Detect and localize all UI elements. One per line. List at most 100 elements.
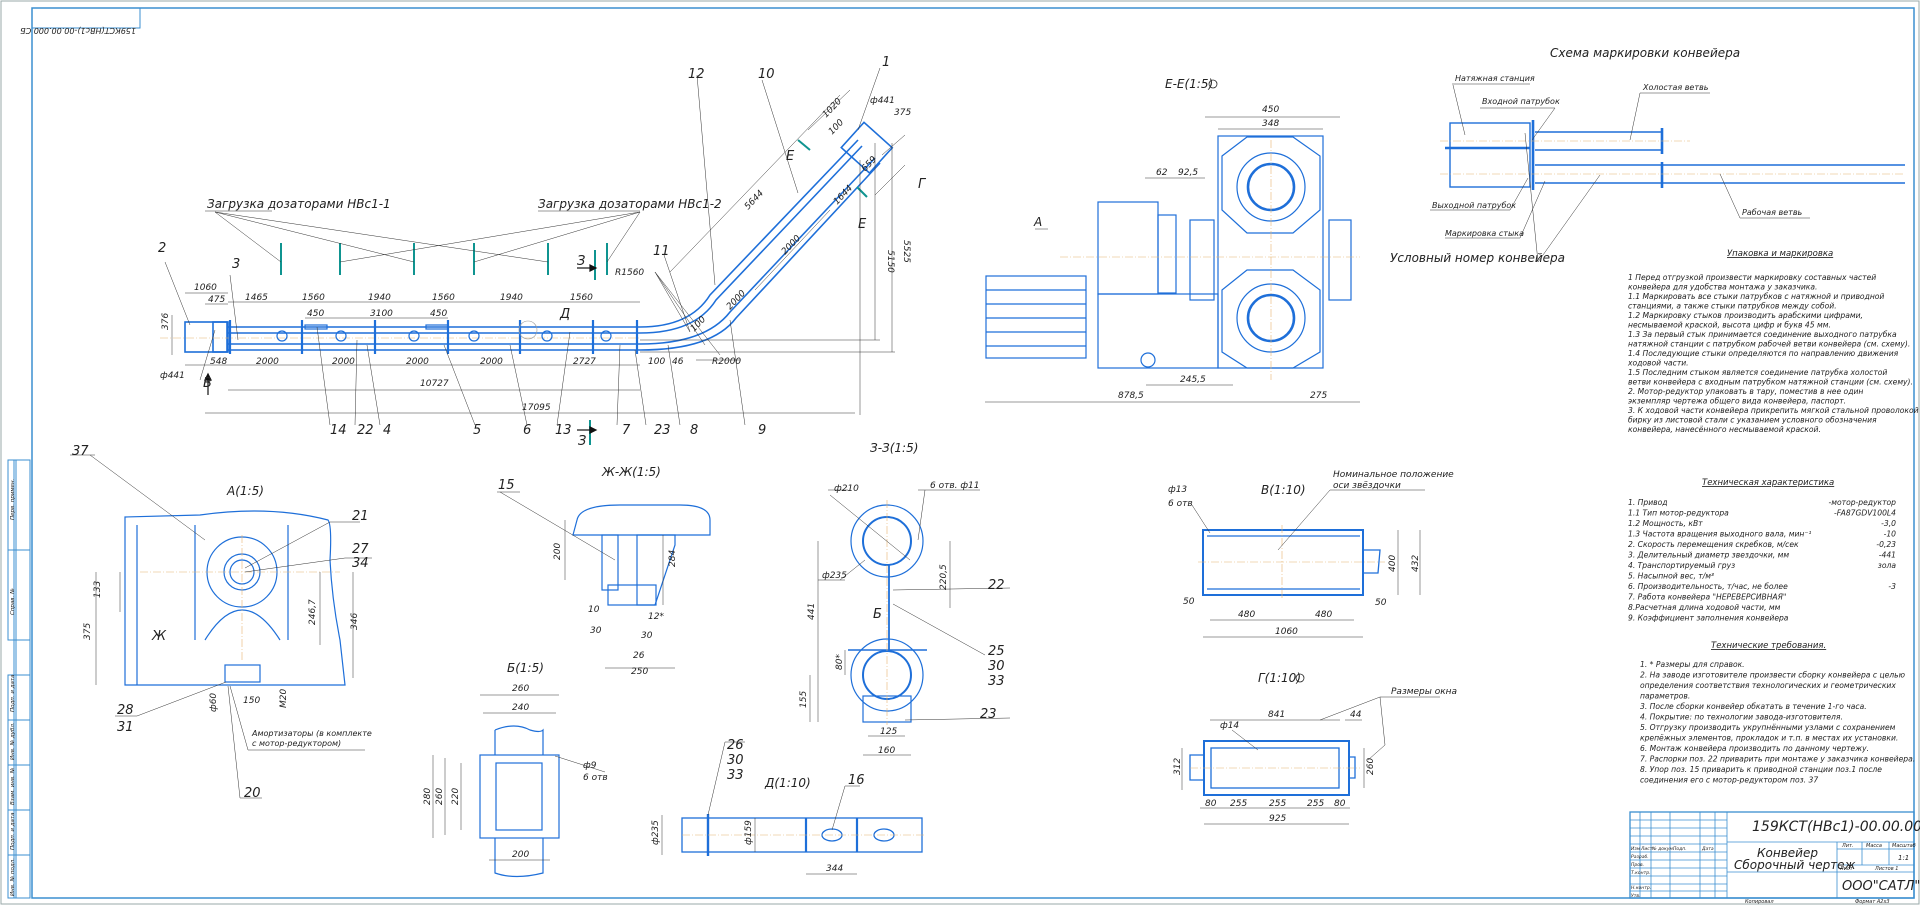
dim: 245,5 [1180, 375, 1206, 385]
position-number: 1 [882, 55, 890, 70]
note: Размеры окна [1391, 687, 1457, 697]
tech-char-value: -0,23 [1876, 540, 1896, 549]
dim: 3100 [370, 309, 393, 319]
dim: 80* [835, 654, 845, 670]
tech-char-value: -441 [1879, 551, 1896, 560]
dim: 344 [826, 864, 843, 874]
view-title: А(1:5) [226, 484, 264, 498]
note: оси звёздочки [1333, 481, 1401, 491]
dim: 125 [880, 727, 897, 737]
copied-label: Копировал [1745, 899, 1774, 905]
dim: 1644 [832, 183, 855, 207]
dim: 255 [1307, 799, 1324, 809]
position-number: 25 [988, 644, 1005, 659]
position-number: 34 [352, 556, 369, 571]
view-title: Ж-Ж(1:5) [601, 465, 661, 479]
position-number: 31 [117, 720, 134, 735]
scheme-label: Рабочая ветвь [1742, 208, 1803, 217]
dim: 6 отв [1168, 499, 1193, 509]
dim: 80 [1205, 799, 1217, 809]
view-title: Е-Е(1:5) [1165, 77, 1213, 91]
dim: 441 [807, 603, 817, 620]
position-number: 9 [758, 423, 766, 438]
side-label: Перв. примен. [10, 478, 16, 520]
dim: 50 [1183, 597, 1195, 607]
requirement-line: 4. Покрытие: по технологии завода-изгото… [1640, 713, 1843, 722]
tech-char-value: -10 [1884, 530, 1897, 539]
dim: R2000 [712, 357, 741, 367]
dim: 480 [1315, 610, 1332, 620]
position-number: 6 [523, 423, 531, 438]
dim: 200 [512, 850, 529, 860]
dim: ф235 [651, 820, 661, 845]
side-label: Подп. и дата [10, 812, 16, 850]
requirement-line: 2. На заводе изготовителе произвести сбо… [1640, 671, 1906, 680]
packing-line: бирку из листовой стали с указанием усло… [1628, 416, 1877, 425]
position-number: 16 [848, 773, 865, 788]
view-ZZ: З-З(1:5) ф210 6 отв. ф11 ф235 220,5 441 [799, 441, 1011, 756]
dim: 10 [588, 605, 600, 615]
row-label: Пров. [1631, 862, 1644, 868]
dim: 548 [210, 357, 227, 367]
sheet-label: Лист [1839, 866, 1854, 872]
tech-char-label: 9. Коэффициент заполнения конвейера [1628, 614, 1789, 623]
side-label: Подп. и дата [10, 674, 16, 712]
view-D: Д(1:10) ф235 ф159 344 26 30 33 16 [651, 738, 925, 875]
view-title: Д(1:10) [764, 776, 811, 790]
section-mark: Г [918, 177, 927, 192]
section-mark: З [577, 254, 585, 269]
dim: ф14 [1220, 721, 1239, 731]
packing-title: Упаковка и маркировка [1727, 249, 1833, 259]
dim: 220,5 [939, 564, 949, 590]
position-number: 22 [357, 423, 374, 438]
scheme-label: Входной патрубок [1482, 97, 1560, 106]
col-label: № докум. [1651, 846, 1674, 852]
requirement-line: 1. * Размеры для справок. [1640, 660, 1745, 669]
tech-char-label: 7. Работа конвейера "НЕРЕВЕРСИВНАЯ" [1628, 593, 1786, 602]
packing-line: несмываемой краской, высота цифр и букв … [1628, 321, 1831, 330]
section-mark: Е [858, 217, 867, 232]
dim: 2727 [573, 357, 596, 367]
loading-arrows [280, 139, 868, 445]
drawing-frame [31, 7, 1915, 899]
lit-label: Лит. [1841, 843, 1854, 849]
dim: 10727 [420, 379, 449, 389]
dim: ф441 [870, 96, 895, 106]
dim: 246,7 [308, 599, 318, 625]
main-view: Загрузка дозаторами НВс1-1 Загрузка доза… [158, 55, 927, 449]
section-mark: Е [786, 149, 795, 164]
dim: 450 [1262, 105, 1279, 115]
mass-label: Масса [1866, 843, 1882, 849]
company-name: ООО"САТЛ" [1842, 879, 1920, 894]
col-label: Лист [1640, 846, 1653, 852]
row-label: Разраб. [1631, 854, 1649, 860]
note: Амортизаторы (в комплекте [251, 729, 372, 738]
packing-notes: Упаковка и маркировка 1 Перед отгрузкой … [1627, 249, 1919, 434]
dim: 44 [1350, 710, 1362, 720]
dim: ф60 [209, 693, 219, 712]
tech-char-label: 2. Скорость перемещения скребков, м/сек [1628, 540, 1799, 549]
requirement-line: соединения его с мотор-редуктором поз. 3… [1640, 776, 1818, 785]
dim: 1465 [245, 293, 268, 303]
side-label: Справ. № [10, 588, 16, 615]
position-number: 27 [352, 542, 369, 557]
dim: 30 [641, 631, 653, 641]
dim: 133 [93, 581, 103, 598]
dim: 1060 [1275, 627, 1298, 637]
dim: 200 [553, 543, 563, 560]
col-label: Дата [1701, 846, 1714, 852]
dim: 5644 [743, 188, 766, 212]
dim: 5150 [885, 250, 895, 273]
dim: 1560 [302, 293, 325, 303]
view-V: В(1:10) Номинальное положение оси звёздо… [1168, 470, 1454, 638]
position-number: 10 [758, 67, 775, 82]
dim: 155 [799, 691, 809, 708]
packing-line: станциями, а также стыки патрубков между… [1628, 302, 1837, 311]
dim: 150 [243, 696, 260, 706]
dim: 2000 [480, 357, 503, 367]
side-label: Инв. № дубл. [10, 722, 16, 760]
packing-line: 1.3 За первый стык принимается соединени… [1628, 330, 1897, 339]
section-mark: Б [873, 607, 882, 622]
position-number: 7 [622, 423, 631, 438]
mirror-designation-box: 159КСТ(НВс1)-00.00.000 СБ [20, 7, 141, 35]
